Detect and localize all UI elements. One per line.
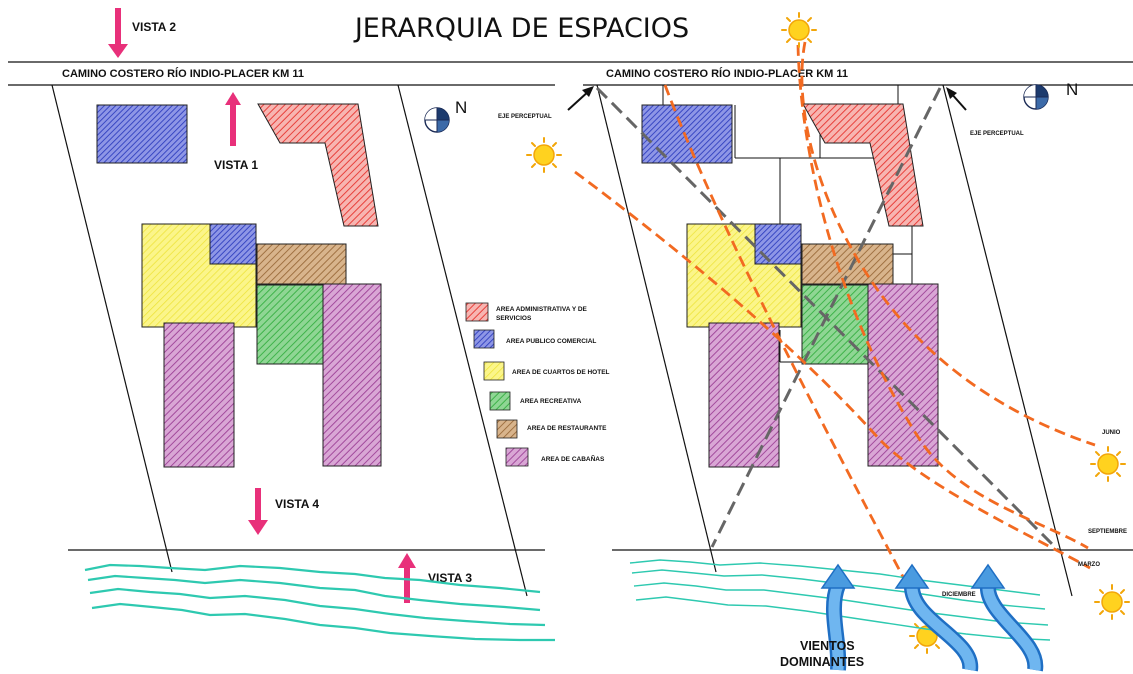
- perceptual-axis-arrow-right-icon: [946, 87, 967, 111]
- legend-swatch-restaurant: [496, 419, 518, 439]
- sun-path-june: [800, 41, 1096, 447]
- sun-icon-march: [1094, 584, 1130, 620]
- legend-swatch-recreation: [489, 391, 511, 411]
- sea-waves-right: [629, 559, 1051, 641]
- vista-1-label: VISTA 1: [214, 158, 258, 172]
- site-boundary-east-right: [942, 84, 1073, 597]
- zone-commercial: [96, 104, 188, 164]
- north-label: N: [455, 98, 467, 117]
- north-label-right: N: [1066, 80, 1078, 99]
- wind-label-2: DOMINANTES: [780, 655, 864, 669]
- site-boundary-east: [397, 84, 528, 597]
- sun-path-september: [796, 44, 1089, 550]
- perceptual-axis-label-right: EJE PERCEPTUAL: [970, 131, 1024, 137]
- sun-icon-june: [1090, 446, 1126, 482]
- perceptual-axis-arrow-left-icon: [567, 86, 594, 111]
- legend-swatch-hotel: [483, 361, 505, 381]
- legend-label-cabins: AREA DE CABAÑAS: [541, 454, 605, 463]
- zone-commercial-small: [209, 223, 257, 265]
- zone-cabins-east: [322, 283, 382, 467]
- sun-path-december: [663, 84, 912, 591]
- zone-administrative-right: [802, 103, 924, 227]
- legend-label-recreation: AREA RECREATIVA: [520, 398, 582, 405]
- legend-label-restaurant: AREA DE RESTAURANTE: [527, 425, 607, 432]
- vista-3-arrow: [398, 553, 416, 603]
- sea-waves-left: [84, 563, 555, 642]
- vista-4-arrow: [248, 488, 268, 535]
- vista-2-label: VISTA 2: [132, 20, 176, 34]
- legend-label-commercial: AREA PUBLICO COMERCIAL: [506, 338, 596, 345]
- vista-4-label: VISTA 4: [275, 497, 319, 511]
- legend-swatch-cabins: [505, 447, 529, 467]
- zone-restaurant-right: [801, 243, 894, 285]
- legend-label-administrative-2: SERVICIOS: [496, 315, 532, 322]
- zone-administrative: [257, 103, 379, 227]
- zone-cabins-east-right: [867, 283, 939, 467]
- north-compass-icon-right: [1023, 84, 1049, 110]
- legend-label-administrative: AREA ADMINISTRATIVA Y DE: [496, 306, 588, 313]
- north-compass-icon: [424, 107, 450, 133]
- road-label-right: CAMINO COSTERO RÍO INDIO-PLACER KM 11: [606, 67, 848, 80]
- perceptual-axes: [595, 86, 1060, 552]
- right-plan: CAMINO COSTERO RÍO INDIO-PLACER KM 11: [498, 12, 1133, 672]
- legend-swatch-commercial: [473, 329, 495, 349]
- wind-label-1: VIENTOS: [800, 639, 855, 653]
- zone-commercial-small-right: [754, 223, 802, 265]
- zone-cabins-west-right: [708, 322, 780, 468]
- legend-label-hotel: AREA DE CUARTOS DE HOTEL: [512, 369, 610, 376]
- sun-icon-top: [781, 12, 817, 48]
- zone-cabins-west: [163, 322, 235, 468]
- vista-1-arrow: [225, 92, 241, 146]
- perceptual-axis-label-left: EJE PERCEPTUAL: [498, 114, 552, 120]
- sun-path-march: [574, 170, 1091, 570]
- sun-label-december: DICIEMBRE: [942, 592, 976, 598]
- vista-2-arrow: [108, 8, 128, 58]
- diagram-title: JERARQUIA DE ESPACIOS: [353, 13, 689, 44]
- site-boundary-west-right: [596, 84, 717, 573]
- wind-arrows: [820, 563, 1044, 672]
- site-boundary-west: [51, 84, 173, 573]
- sun-icon-left: [526, 137, 562, 173]
- road-label-left: CAMINO COSTERO RÍO INDIO-PLACER KM 11: [62, 67, 304, 80]
- legend-swatch-administrative: [465, 302, 489, 322]
- sun-label-september: SEPTIEMBRE: [1088, 529, 1127, 535]
- sun-label-june: JUNIO: [1102, 430, 1121, 436]
- sun-paths: [574, 41, 1096, 591]
- zone-restaurant: [256, 243, 347, 285]
- legend: AREA ADMINISTRATIVA Y DE SERVICIOS AREA …: [465, 302, 610, 467]
- zone-commercial-right: [641, 104, 733, 164]
- sun-label-march: MARZO: [1078, 562, 1100, 568]
- left-plan: CAMINO COSTERO RÍO INDIO-PLACER KM 11 VI…: [8, 8, 610, 642]
